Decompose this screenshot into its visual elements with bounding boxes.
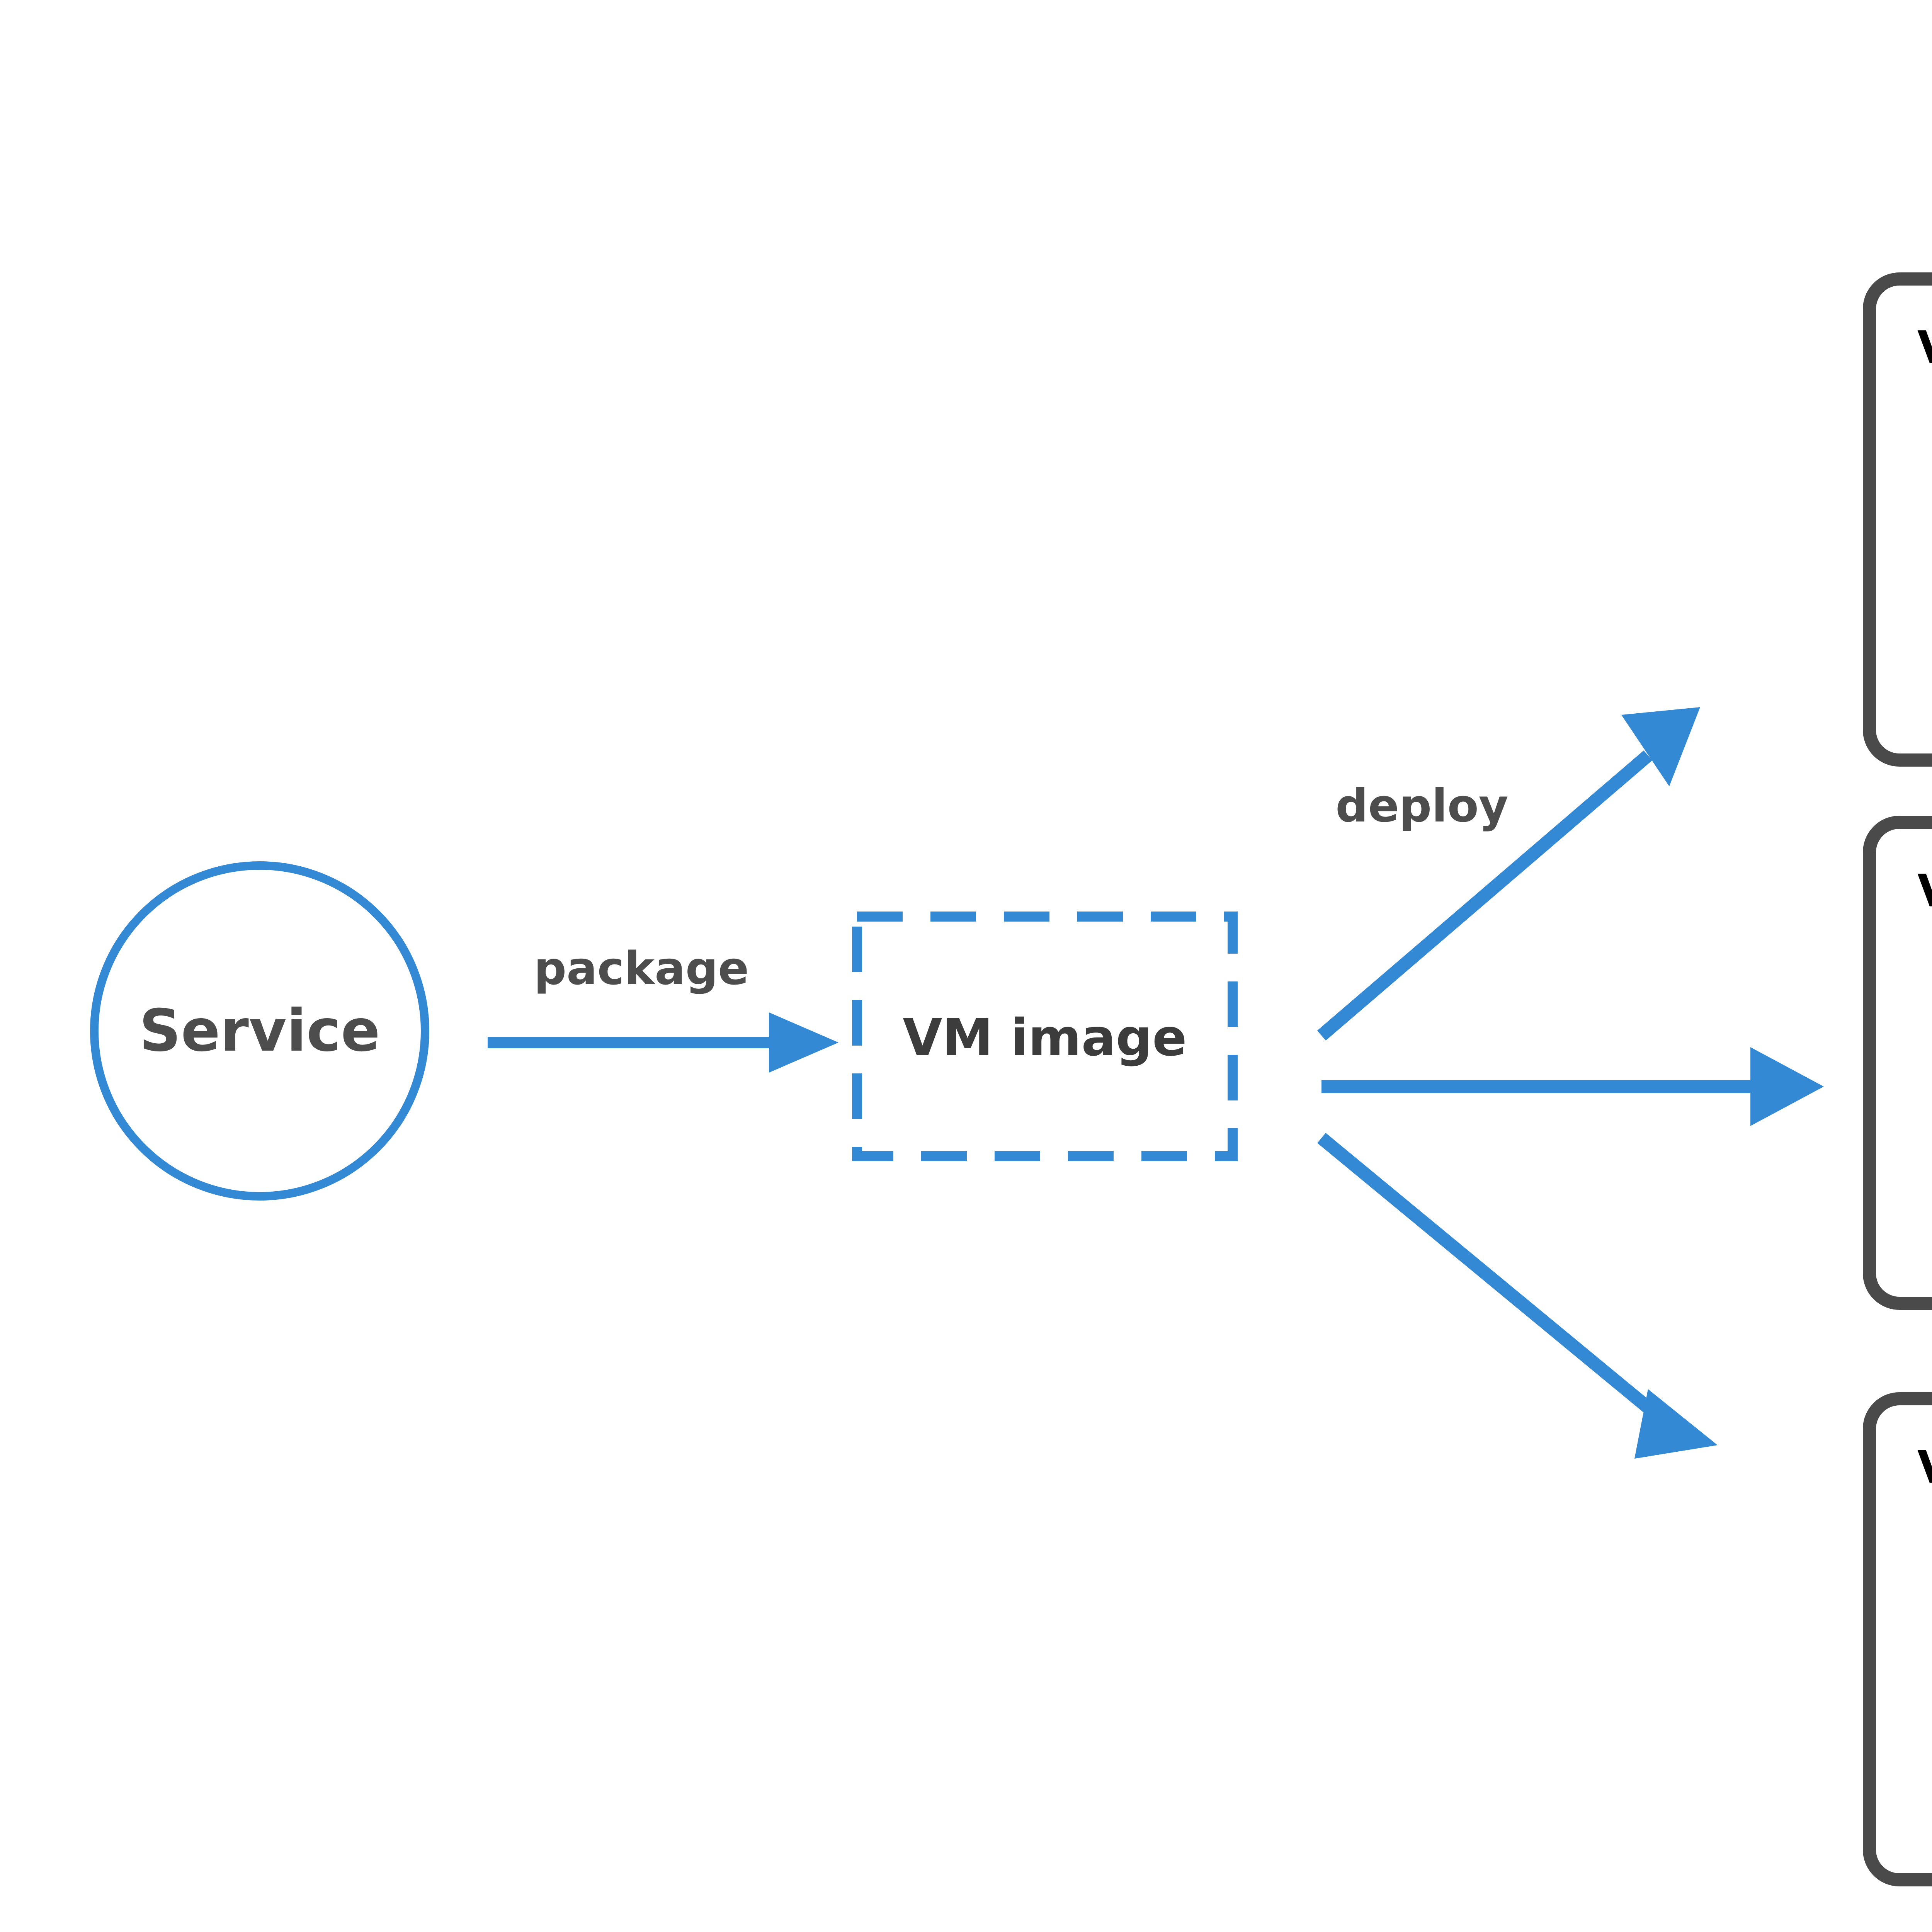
deploy-edges: deploy <box>1317 707 1824 1459</box>
deploy-arrow-head-top <box>1621 707 1700 786</box>
vm-label-3: VM <box>1917 1442 1932 1494</box>
deploy-arrow-head-bottom <box>1634 1389 1718 1459</box>
vm-label-1: VM <box>1917 322 1932 374</box>
vm-image-node[interactable]: VM image <box>852 912 1238 1161</box>
deploy-edge-label: deploy <box>1335 779 1508 832</box>
package-arrow-head <box>769 1012 838 1073</box>
vm-label-2: VM <box>1917 865 1932 917</box>
vm-container-3[interactable]: VM Service instance <box>1863 1392 1932 1886</box>
vm-image-dashed-border <box>852 912 1238 1161</box>
vm-box-1 <box>1863 272 1932 767</box>
package-edge-label: package <box>534 942 749 995</box>
vm-box-2 <box>1863 816 1932 1310</box>
vm-container-1[interactable]: VM Service instance <box>1863 272 1932 767</box>
deploy-arrow-shaft-bottom <box>1317 1133 1670 1427</box>
service-node[interactable]: Service <box>90 861 429 1201</box>
vm-container-2[interactable]: VM Service instance <box>1863 816 1932 1310</box>
deploy-arrow-shaft-top <box>1317 750 1653 1041</box>
vm-box-3 <box>1863 1392 1932 1886</box>
service-circle <box>90 861 429 1201</box>
vm-image-label: VM image <box>903 1008 1187 1068</box>
package-edge: package <box>488 942 838 1073</box>
service-label: Service <box>139 997 380 1065</box>
deploy-arrow-head-middle <box>1750 1047 1824 1126</box>
